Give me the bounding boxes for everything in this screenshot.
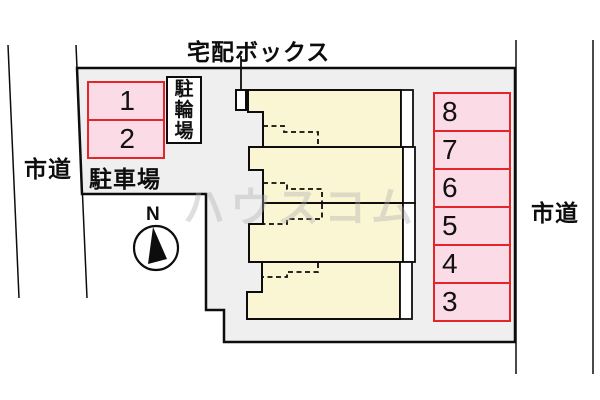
parking-space-8: 8 [433, 92, 511, 132]
parking-space-1: 1 [87, 81, 165, 121]
parking-space-4: 4 [433, 244, 511, 284]
building-unit-2 [248, 146, 404, 204]
parking-space-number: 3 [442, 286, 458, 317]
parking-lot-label: 駐車場 [89, 166, 161, 192]
balcony-unit-4 [399, 261, 413, 320]
compass-needle-icon [148, 227, 167, 264]
balcony-unit-2 [402, 146, 416, 204]
road-left-outer-line [7, 44, 20, 299]
parking-space-7: 7 [433, 130, 511, 170]
parking-space-number: 8 [442, 96, 458, 127]
parking-space-number: 2 [119, 123, 135, 154]
balcony-unit-1 [400, 89, 414, 148]
parking-space-number: 7 [442, 134, 458, 165]
balcony-unit-3 [402, 202, 416, 263]
delivery-box [235, 89, 247, 111]
parking-space-number: 6 [442, 172, 458, 203]
bicycle-parking-box: 駐輪場 [166, 76, 202, 144]
bicycle-parking-label: 駐輪場 [174, 78, 194, 142]
overhang-dashed-unit-2 [263, 182, 323, 202]
parking-space-6: 6 [433, 168, 511, 208]
parking-space-5: 5 [433, 206, 511, 246]
building-unit-3 [248, 202, 404, 263]
road-label-left: 市道 [24, 156, 72, 182]
parking-space-2: 2 [87, 119, 165, 159]
parking-space-number: 4 [442, 248, 458, 279]
building-unit-4 [246, 261, 401, 320]
overhang-dashed-unit-4 [263, 263, 319, 278]
overhang-dashed-unit-1 [263, 125, 319, 146]
parking-space-number: 1 [119, 85, 135, 116]
compass-north-label: N [146, 204, 160, 225]
road-label-right: 市道 [531, 200, 579, 226]
building-unit-1 [247, 89, 402, 148]
parking-space-3: 3 [433, 282, 511, 322]
parking-space-number: 5 [442, 210, 458, 241]
delivery-box-label: 宅配ボックス [187, 39, 331, 65]
overhang-dashed-unit-3 [263, 204, 323, 225]
